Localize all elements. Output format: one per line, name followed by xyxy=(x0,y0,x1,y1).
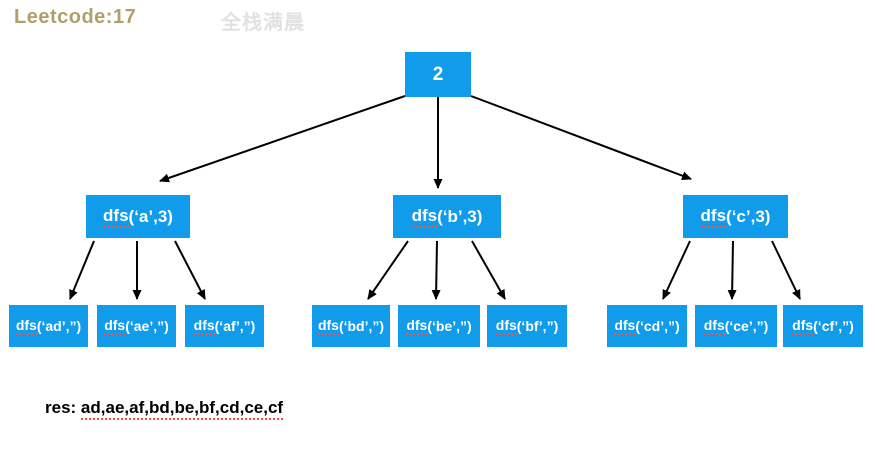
tree-node-dfs-ae: dfs(‘ae’,”) xyxy=(97,305,176,347)
node-args: (‘ad’,”) xyxy=(36,318,82,334)
node-fn: dfs xyxy=(317,317,339,335)
node-args: (‘ce’,”) xyxy=(724,318,769,334)
branch-c-edges xyxy=(662,240,801,300)
node-fn: dfs xyxy=(103,206,129,228)
page-title: Leetcode:17 xyxy=(14,6,137,28)
node-args: (‘cd’,”) xyxy=(635,318,680,334)
tree-node-dfs-b: dfs(‘b’,3) xyxy=(393,195,501,238)
node-args: (‘cf’,”) xyxy=(813,318,854,334)
branch-b-edges xyxy=(367,240,506,300)
node-args: (‘bf’,”) xyxy=(516,318,559,334)
node-args: (‘bd’,”) xyxy=(338,318,385,334)
tree-node-dfs-ce: dfs(‘ce’,”) xyxy=(695,305,777,347)
watermark-text: 全栈满晨 xyxy=(221,12,305,34)
node-fn: dfs xyxy=(614,317,636,335)
node-fn: dfs xyxy=(104,317,126,335)
result-label: res: xyxy=(45,398,77,417)
node-args: (‘b’,3) xyxy=(437,206,483,226)
tree-root-node: 2 xyxy=(405,52,471,97)
result-line: res: ad,ae,af,bd,be,bf,cd,ce,cf xyxy=(45,398,284,420)
node-fn: dfs xyxy=(792,317,814,335)
node-args: (‘be’,”) xyxy=(427,318,472,334)
tree-node-dfs-cf: dfs(‘cf’,”) xyxy=(783,305,863,347)
tree-node-dfs-ad: dfs(‘ad’,”) xyxy=(9,305,88,347)
root-label: 2 xyxy=(432,63,444,85)
branch-a-edges xyxy=(69,240,206,300)
node-args: (‘ae’,”) xyxy=(125,318,169,334)
tree-node-dfs-bd: dfs(‘bd’,”) xyxy=(312,305,390,347)
tree-node-dfs-be: dfs(‘be’,”) xyxy=(398,305,480,347)
node-fn: dfs xyxy=(15,317,37,335)
node-args: (‘c’,3) xyxy=(726,206,771,226)
tree-node-dfs-af: dfs(‘af’,”) xyxy=(185,305,264,347)
root-edges xyxy=(159,95,692,189)
node-fn: dfs xyxy=(700,206,727,228)
tree-node-dfs-c: dfs(‘c’,3) xyxy=(683,195,788,238)
node-fn: dfs xyxy=(703,317,725,335)
result-value: ad,ae,af,bd,be,bf,cd,ce,cf xyxy=(80,398,284,420)
tree-node-dfs-cd: dfs(‘cd’,”) xyxy=(607,305,687,347)
tree-node-dfs-a: dfs(‘a’,3) xyxy=(86,195,190,238)
node-fn: dfs xyxy=(411,206,438,228)
node-fn: dfs xyxy=(406,317,428,335)
node-args: (‘a’,3) xyxy=(128,206,173,226)
node-args: (‘af’,”) xyxy=(214,318,256,334)
tree-node-dfs-bf: dfs(‘bf’,”) xyxy=(487,305,567,347)
node-fn: dfs xyxy=(495,317,517,335)
node-fn: dfs xyxy=(193,317,215,335)
